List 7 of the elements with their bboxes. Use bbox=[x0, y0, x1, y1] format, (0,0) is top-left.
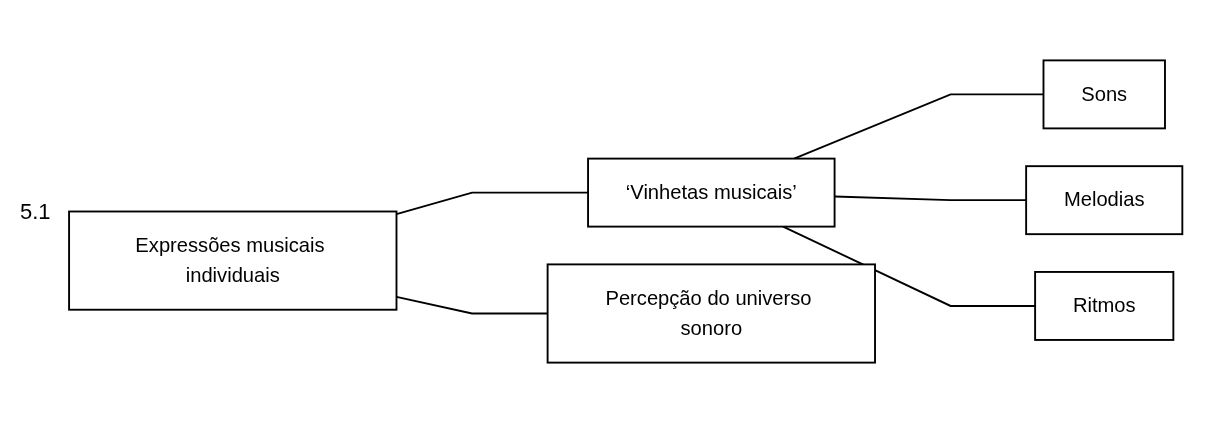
section-number: 5.1 bbox=[20, 198, 51, 225]
node-box: ‘Vinhetas musicais’ bbox=[586, 157, 836, 228]
node-box: Sons bbox=[1042, 59, 1166, 130]
node-box: Ritmos bbox=[1033, 271, 1174, 341]
node-box: Expressões musicais individuais bbox=[67, 210, 398, 311]
node-box: Melodias bbox=[1024, 165, 1183, 236]
node-box: Percepção do universo sonoro bbox=[546, 263, 876, 364]
